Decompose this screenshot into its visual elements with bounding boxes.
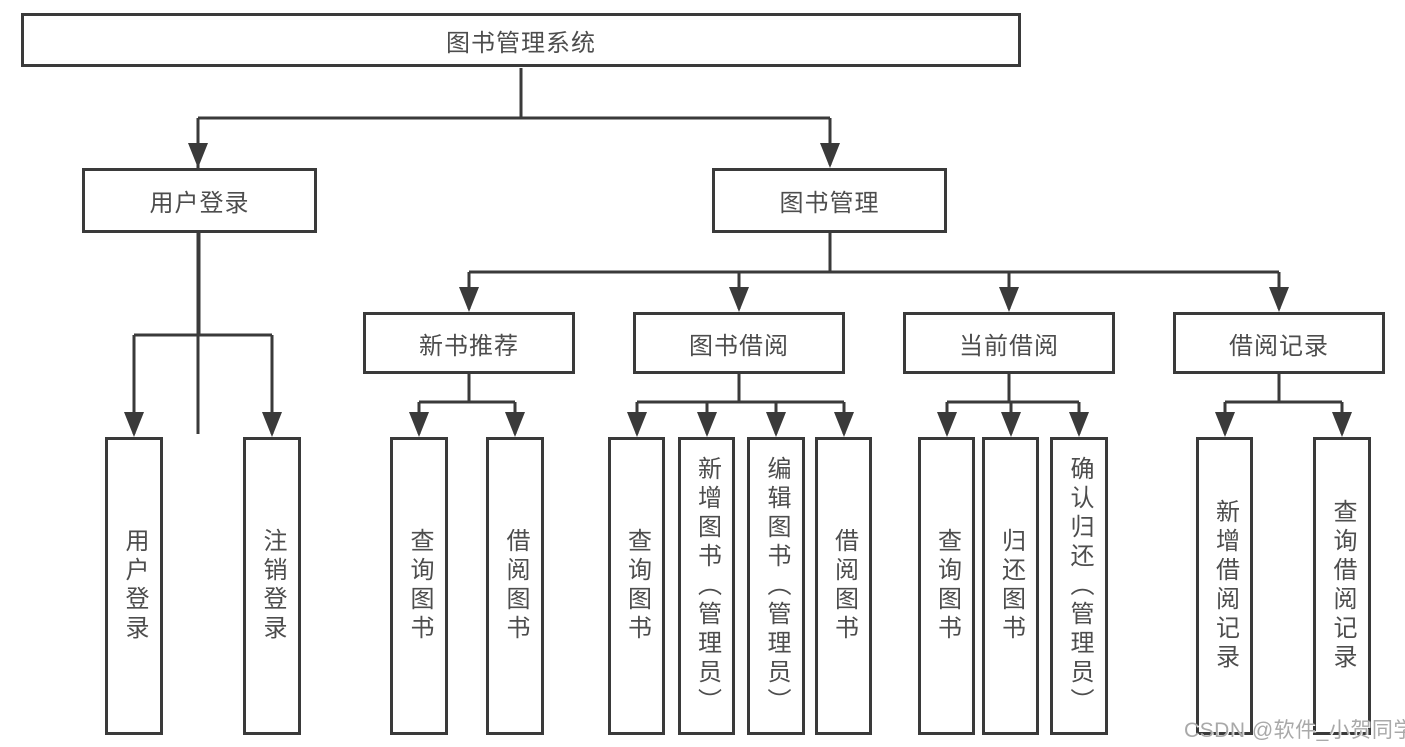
node-label: 查询图书 — [623, 528, 651, 644]
arrow-down-icon — [1069, 412, 1089, 437]
leaf-logout: 注销登录 — [243, 437, 301, 735]
arrow-down-icon — [937, 412, 957, 437]
leaf-current-return-books: 归还图书 — [982, 437, 1039, 735]
arrow-down-icon — [627, 412, 647, 437]
arrow-down-icon — [188, 143, 208, 168]
node-label: 新增图书（管理员） — [693, 455, 721, 717]
arrow-down-icon — [1001, 412, 1021, 437]
arrow-down-icon — [697, 412, 717, 437]
node-label: 当前借阅 — [959, 332, 1059, 360]
leaf-current-query-books: 查询图书 — [918, 437, 975, 735]
arrow-down-icon — [262, 412, 282, 437]
connector-records-to-leaves — [1223, 374, 1344, 434]
connector-bookborrow-to-leaves — [635, 374, 846, 434]
node-label: 借阅图书 — [502, 528, 529, 644]
node-label: 归还图书 — [997, 528, 1025, 644]
connector-newbooks-to-leaves — [417, 374, 517, 434]
arrow-down-icon — [124, 412, 144, 437]
csdn-watermark: CSDN @软件_小贺同学 — [1184, 719, 1405, 742]
leaf-borrow-query-books: 查询图书 — [608, 437, 665, 735]
leaf-records-query-record: 查询借阅记录 — [1313, 437, 1371, 735]
node-label: 图书借阅 — [689, 332, 789, 360]
arrow-down-icon — [766, 412, 786, 437]
arrow-down-icon — [999, 287, 1019, 312]
node-label: 新增借阅记录 — [1211, 499, 1239, 673]
node-label: 图书管理 — [779, 190, 880, 217]
connector-userlogin-to-leaves — [132, 233, 274, 434]
leaf-borrow-edit-books-admin: 编辑图书（管理员） — [747, 437, 805, 735]
node-label: 编辑图书（管理员） — [763, 455, 790, 717]
leaf-current-confirm-return-admin: 确认归还（管理员） — [1050, 437, 1108, 735]
leaf-newbooks-query-books: 查询图书 — [390, 437, 448, 735]
node-label: 借阅记录 — [1229, 332, 1329, 360]
node-label: 查询借阅记录 — [1329, 499, 1356, 673]
connector-bookmgmt-to-level3 — [467, 233, 1281, 309]
arrowheads — [124, 143, 1352, 437]
leaf-user-login: 用户登录 — [105, 437, 163, 735]
node-label: 查询图书 — [406, 528, 433, 644]
leaf-borrow-add-books-admin: 新增图书（管理员） — [678, 437, 735, 735]
arrow-down-icon — [1332, 412, 1352, 437]
node-label: 确认归还（管理员） — [1066, 455, 1093, 717]
node-current-borrow: 当前借阅 — [903, 312, 1115, 374]
node-label: 用户登录 — [121, 528, 148, 644]
leaf-records-add-record: 新增借阅记录 — [1196, 437, 1253, 735]
node-borrow-records: 借阅记录 — [1173, 312, 1385, 374]
leaf-borrow-borrow-books: 借阅图书 — [815, 437, 872, 735]
node-label: 注销登录 — [259, 528, 286, 644]
arrow-down-icon — [459, 287, 479, 312]
node-label: 图书管理系统 — [446, 29, 596, 57]
arrow-down-icon — [409, 412, 429, 437]
arrow-down-icon — [820, 143, 840, 168]
node-book-management: 图书管理 — [712, 168, 947, 233]
node-root-library-system: 图书管理系统 — [21, 13, 1021, 67]
node-label: 用户登录 — [149, 190, 250, 217]
arrow-down-icon — [505, 412, 525, 437]
arrow-down-icon — [1269, 287, 1289, 312]
arrow-down-icon — [834, 412, 854, 437]
node-book-borrow: 图书借阅 — [633, 312, 845, 374]
arrow-down-icon — [729, 287, 749, 312]
connector-root-to-level2 — [196, 68, 832, 434]
node-user-login: 用户登录 — [82, 168, 317, 233]
node-label: 新书推荐 — [419, 332, 519, 360]
leaf-newbooks-borrow-books: 借阅图书 — [486, 437, 544, 735]
node-label: 借阅图书 — [830, 528, 858, 644]
arrow-down-icon — [1215, 412, 1235, 437]
node-new-book-recommend: 新书推荐 — [363, 312, 575, 374]
node-label: 查询图书 — [933, 528, 961, 644]
